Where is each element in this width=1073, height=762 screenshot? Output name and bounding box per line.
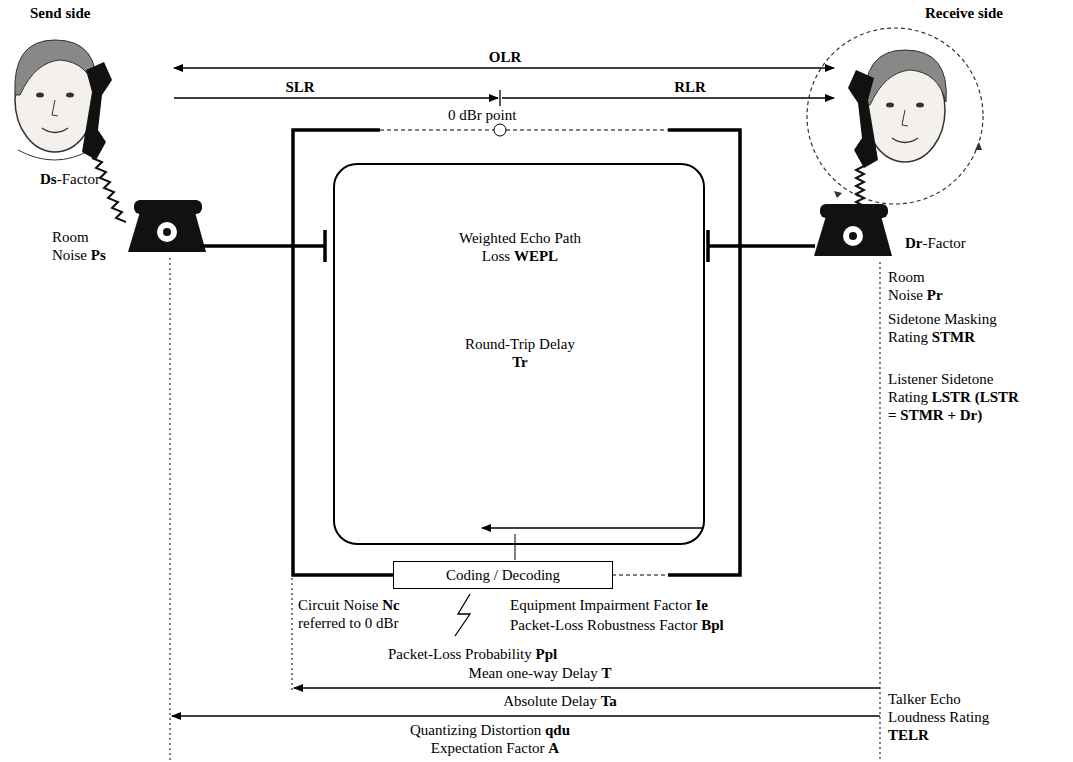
send-telephone	[128, 200, 206, 252]
annotation-label: OLR	[480, 48, 530, 66]
annotation-label: Packet-Loss Robustness Factor Bpl	[510, 616, 810, 634]
annotation-label: Absolute Delay Ta	[440, 692, 680, 710]
annotation-label: Mean one-way Delay T	[420, 664, 660, 682]
node-text: Round-Trip Delay Tr	[460, 335, 580, 371]
delay-arrow	[172, 715, 880, 716]
dashed-circle	[807, 28, 983, 204]
annotation-label: Listener Sidetone Rating LSTR (LSTR = ST…	[888, 370, 1028, 424]
receive-telephone	[814, 204, 892, 256]
annotation-label: Room Noise Pr	[888, 268, 954, 304]
annotation-label: Circuit Noise Nc referred to 0 dBr	[298, 596, 438, 632]
send-handset	[82, 62, 126, 222]
connection-bracket	[200, 124, 815, 575]
reference-lines	[170, 258, 880, 762]
annotation-label: Send side	[30, 4, 140, 22]
annotation-label: Talker Echo Loudness Rating TELR	[888, 690, 1018, 744]
annotation-label: RLR	[665, 78, 715, 96]
annotation-label: Receive side	[925, 4, 1065, 22]
slr-arrow	[174, 97, 498, 98]
node-text: Coding / Decoding	[394, 566, 612, 584]
annotation-label: Ds-Factor	[40, 170, 130, 188]
annotation-label: Sidetone Masking Rating STMR	[888, 310, 1023, 346]
annotation-label: 0 dBr point	[448, 106, 558, 124]
annotation-label: Expectation Factor A	[375, 739, 615, 757]
delay-arrow	[294, 687, 880, 688]
receive-handset	[848, 70, 878, 206]
annotation-label: Packet-Loss Probability Ppl	[388, 645, 648, 663]
lightning-symbol	[455, 594, 470, 636]
annotation-label: Equipment Impairment Factor Ie	[510, 596, 810, 614]
codec-box: Coding / Decoding	[393, 561, 613, 589]
receive-head	[865, 50, 947, 162]
node-text: Weighted Echo Path Loss WEPL	[450, 229, 590, 265]
annotation-label: Dr-Factor	[905, 234, 1005, 252]
rlr-arrow	[502, 97, 834, 98]
echo-path-box: Weighted Echo Path Loss WEPL Round-Trip D…	[333, 163, 705, 545]
annotation-label: SLR	[275, 78, 325, 96]
olr-arrow	[174, 67, 834, 68]
tick	[499, 90, 500, 106]
annotation-label: Quantizing Distortion qdu	[370, 721, 610, 739]
annotation-label: Room Noise Ps	[52, 228, 118, 264]
